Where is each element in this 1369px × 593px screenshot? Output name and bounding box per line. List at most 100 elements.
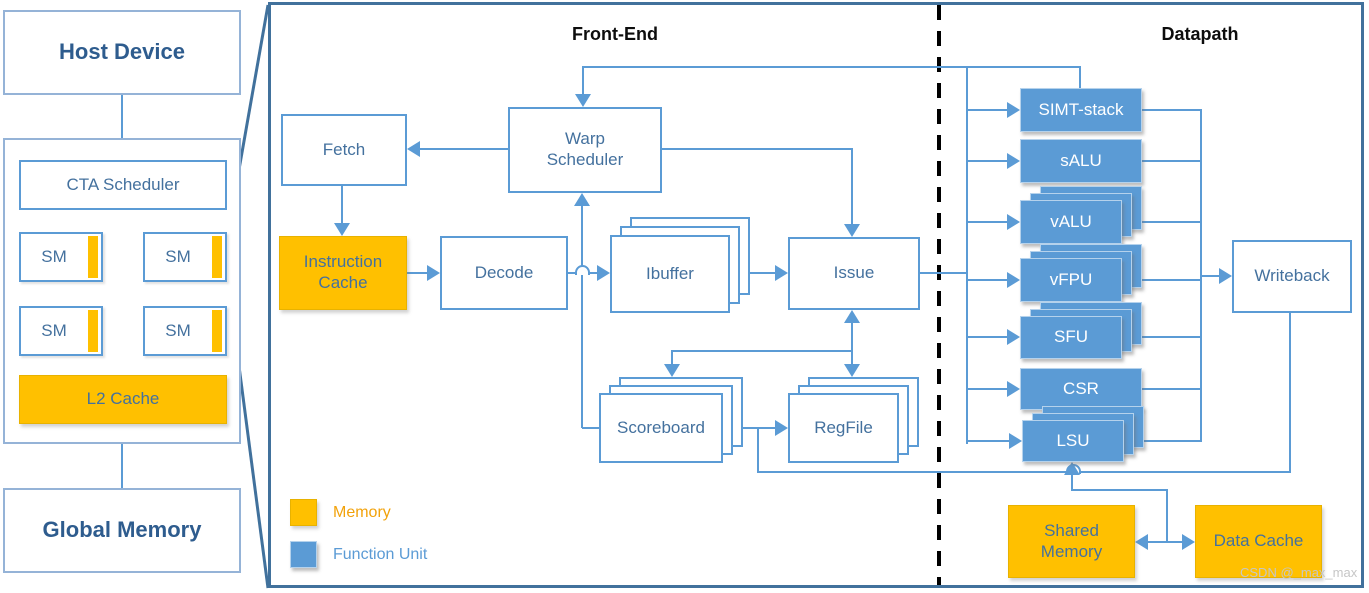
sfu-label: SFU <box>1054 327 1088 347</box>
scoreboard-block: Scoreboard <box>599 393 723 463</box>
arrowhead <box>1007 153 1020 169</box>
connector-line <box>1142 160 1202 162</box>
sm-block-4: SM <box>143 306 227 356</box>
arrowhead <box>1219 268 1232 284</box>
arrowhead <box>664 364 680 377</box>
ibuffer-block: Ibuffer <box>610 235 730 313</box>
regfile-block: RegFile <box>788 393 899 463</box>
connector-line <box>736 427 758 429</box>
sm-block-2: SM <box>143 232 227 282</box>
connector-line <box>966 336 1007 338</box>
datapath-title: Datapath <box>1161 24 1239 44</box>
sm-label: SM <box>41 246 67 266</box>
connector-line <box>1166 489 1168 542</box>
legend-memory-label: Memory <box>333 504 391 521</box>
global-memory-label: Global Memory <box>42 517 202 543</box>
arrowhead <box>1135 534 1148 550</box>
connector-line <box>1144 440 1202 442</box>
connector-line <box>582 66 1081 68</box>
l2-cache-block: L2 Cache <box>19 375 227 424</box>
arrowhead <box>844 364 860 377</box>
l2-cache-label: L2 Cache <box>86 389 160 409</box>
ibuffer-label: Ibuffer <box>646 263 694 283</box>
connector-line <box>671 350 673 365</box>
arrowhead <box>1007 272 1020 288</box>
issue-block: Issue <box>788 237 920 310</box>
frontend-title: Front-End <box>572 24 658 44</box>
connector-line <box>966 67 968 444</box>
watermark: CSDN @_max_max <box>1240 565 1358 580</box>
arrowhead <box>1007 214 1020 230</box>
connector-line <box>121 444 123 488</box>
arrowhead <box>407 141 420 157</box>
sm-memory-stripe <box>88 310 98 352</box>
connector-line <box>851 323 853 351</box>
lsu-block: LSU <box>1022 420 1124 462</box>
simt-stack-label: SIMT-stack <box>1038 99 1124 119</box>
connector-line <box>341 186 343 226</box>
arrowhead <box>597 265 610 281</box>
connector-line <box>757 471 1291 473</box>
sm-block-3: SM <box>19 306 103 356</box>
connector-line <box>757 427 759 472</box>
vfpu-block: vFPU <box>1020 258 1122 302</box>
connector-line <box>121 95 123 138</box>
sm-label: SM <box>165 246 191 266</box>
arrowhead <box>1064 462 1080 475</box>
connector-line <box>966 279 1007 281</box>
regfile-label: RegFile <box>814 417 873 437</box>
connector-line <box>1142 388 1202 390</box>
connector-line <box>581 206 583 428</box>
arrowhead <box>334 223 350 236</box>
sm-label: SM <box>41 320 67 340</box>
decode-label: Decode <box>474 262 534 282</box>
connector-line <box>1142 336 1202 338</box>
connector-line <box>750 272 775 274</box>
connector-line <box>1071 489 1168 491</box>
legend-function-unit-swatch <box>290 541 317 568</box>
salu-block: sALU <box>1020 139 1142 183</box>
sfu-block: SFU <box>1020 316 1122 359</box>
connector-line <box>1142 279 1202 281</box>
connector-line <box>966 160 1007 162</box>
arrowhead <box>1009 433 1022 449</box>
legend-function-unit-label: Function Unit <box>333 546 428 563</box>
warp-scheduler-block: Warp Scheduler <box>508 107 662 193</box>
vfpu-label: vFPU <box>1049 269 1093 289</box>
arrowhead <box>775 265 788 281</box>
connector-line <box>966 388 1007 390</box>
arrowhead <box>775 420 788 436</box>
connector-line <box>582 66 584 94</box>
decode-block: Decode <box>440 236 568 310</box>
simt-stack-block: SIMT-stack <box>1020 88 1142 132</box>
sm-memory-stripe <box>212 310 222 352</box>
sm-block-1: SM <box>19 232 103 282</box>
arrowhead <box>575 94 591 107</box>
connector-line <box>1079 66 1081 90</box>
arrowhead <box>427 265 440 281</box>
arrowhead <box>844 310 860 323</box>
connector-line <box>1071 475 1073 490</box>
connector-line <box>920 272 968 274</box>
fetch-block: Fetch <box>281 114 407 186</box>
scoreboard-label: Scoreboard <box>617 417 705 437</box>
data-cache-block: Data Cache <box>1195 505 1322 578</box>
connector-line <box>1142 109 1202 111</box>
connector-line <box>966 221 1007 223</box>
arrowhead <box>574 193 590 206</box>
data-cache-label: Data Cache <box>1213 531 1304 551</box>
connector-line <box>407 272 427 274</box>
legend-memory-swatch <box>290 499 317 526</box>
instruction-cache-block: Instruction Cache <box>279 236 407 310</box>
arrowhead <box>1007 381 1020 397</box>
csr-block: CSR <box>1020 368 1142 410</box>
host-device-label: Host Device <box>59 39 185 65</box>
arrowhead <box>844 224 860 237</box>
sm-memory-stripe <box>88 236 98 278</box>
host-device-block: Host Device <box>3 10 241 95</box>
connector-line <box>966 440 1009 442</box>
connector-line <box>1148 541 1182 543</box>
valu-block: vALU <box>1020 200 1122 244</box>
connector-line <box>966 109 1007 111</box>
